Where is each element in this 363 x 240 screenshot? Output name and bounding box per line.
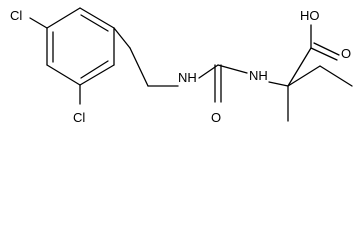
- atom-label-cl-top: Cl: [10, 8, 22, 23]
- molecule-canvas: Cl Cl NH NH O HO O: [10, 7, 353, 125]
- bond-ch2: [129, 47, 149, 87]
- bond-ethyl: [319, 65, 353, 87]
- atom-label-acid-o: O: [341, 46, 351, 61]
- benzene-ring: [46, 7, 115, 86]
- bond-carbonyl-nh: [217, 64, 248, 74]
- atom-label-nh-left: NH: [178, 70, 197, 85]
- bond-quat-ethyl: [287, 65, 321, 87]
- bond-acid-o-double-a: [310, 47, 338, 61]
- bond-ring-ch2: [113, 27, 131, 49]
- bond-quat-acid: [287, 47, 312, 87]
- structure-diagram: Cl Cl NH NH O HO O: [10, 7, 353, 125]
- atom-label-hydroxyl: HO: [300, 8, 320, 23]
- bond-acid-o-double-b: [313, 42, 340, 56]
- atom-label-nh-right: NH: [249, 68, 268, 83]
- bond-ring-cl-top: [29, 17, 48, 29]
- bond-nh-quat: [268, 81, 289, 87]
- atom-label-carbonyl-o: O: [211, 110, 221, 125]
- atom-label-cl-bottom: Cl: [73, 110, 85, 125]
